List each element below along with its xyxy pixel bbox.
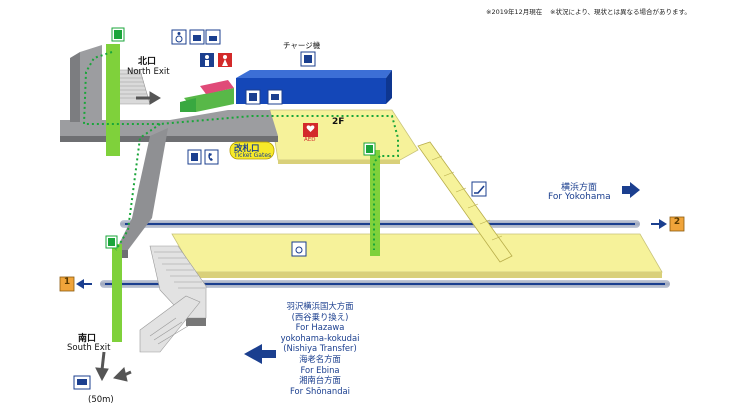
yokohama-en: For Yokohama xyxy=(548,192,611,202)
accessible-route xyxy=(82,51,399,251)
bus-distance: (50m) xyxy=(88,395,114,405)
south-destinations: 羽沢横浜国大方面 (西谷乗り換え) For Hazawa yokohama-ko… xyxy=(270,301,370,396)
destination-line: For Hazawa xyxy=(295,322,345,333)
destination-line: 海老名方面 xyxy=(299,353,341,364)
phone-icon xyxy=(204,149,219,165)
charge-machine-label: チャージ機 xyxy=(283,41,321,50)
track-2-badge xyxy=(669,216,685,232)
south-stairs xyxy=(139,245,207,353)
destination-line: (西谷乗り換え) xyxy=(291,311,349,322)
notice-date: ※2019年12月現在 xyxy=(486,8,543,16)
station-office-icon xyxy=(245,89,261,105)
platform-stairs xyxy=(417,141,513,263)
destination-line: For Shōnandai xyxy=(289,385,351,396)
notice-disclaimer: ※状況により、現状とは異なる場合があります。 xyxy=(550,8,691,16)
destination-line: yokohama-kokudai xyxy=(280,332,360,343)
upper-concourse xyxy=(269,109,419,164)
restroom-icon xyxy=(200,53,232,67)
destination-line: 湘南台方面 xyxy=(299,375,341,386)
platform-elevator-icon xyxy=(363,142,376,156)
arrows xyxy=(95,91,161,382)
destination-line: For Ebina xyxy=(300,364,340,375)
platform xyxy=(171,233,663,278)
elevator-icon xyxy=(111,27,125,42)
track-1-badge xyxy=(59,276,75,292)
destination-line: (Nishiya Transfer) xyxy=(283,343,357,354)
baby-changing-icon xyxy=(189,29,205,45)
ticket-gates-en: Ticket Gates xyxy=(234,152,272,159)
track-1-number: 1 xyxy=(63,277,71,287)
yokohama-ja: 横浜方面 xyxy=(561,183,598,193)
north-exit-ja: 北口 xyxy=(138,57,157,67)
escalator-icon xyxy=(471,181,487,197)
destination-line: 羽沢横浜国大方面 xyxy=(286,301,354,311)
north-exit-en: North Exit xyxy=(127,67,170,77)
elevator-shafts xyxy=(106,44,380,342)
platform-wheelchair-icon xyxy=(291,241,307,257)
restroom-area xyxy=(180,80,234,112)
south-elevator-icon xyxy=(105,235,118,249)
ic-card-icon xyxy=(187,149,202,165)
south-exit-ja: 南口 xyxy=(78,334,97,344)
fare-adjust-icon xyxy=(267,89,283,105)
floor-label: 2F xyxy=(332,117,345,127)
ticket-machine-icon xyxy=(300,51,316,67)
south-exit-en: South Exit xyxy=(67,343,111,353)
accessible-toilet-icon xyxy=(171,29,187,45)
waiting-room-icon xyxy=(205,29,221,45)
aed-icon xyxy=(303,123,318,137)
ticket-gates-ja: 改札口 xyxy=(234,144,260,154)
track-2-number: 2 xyxy=(673,217,681,227)
direction-arrows xyxy=(76,182,667,364)
ticket-gate-badge xyxy=(229,141,275,160)
aed-label: AED xyxy=(304,137,316,143)
bus-icon xyxy=(73,375,91,390)
